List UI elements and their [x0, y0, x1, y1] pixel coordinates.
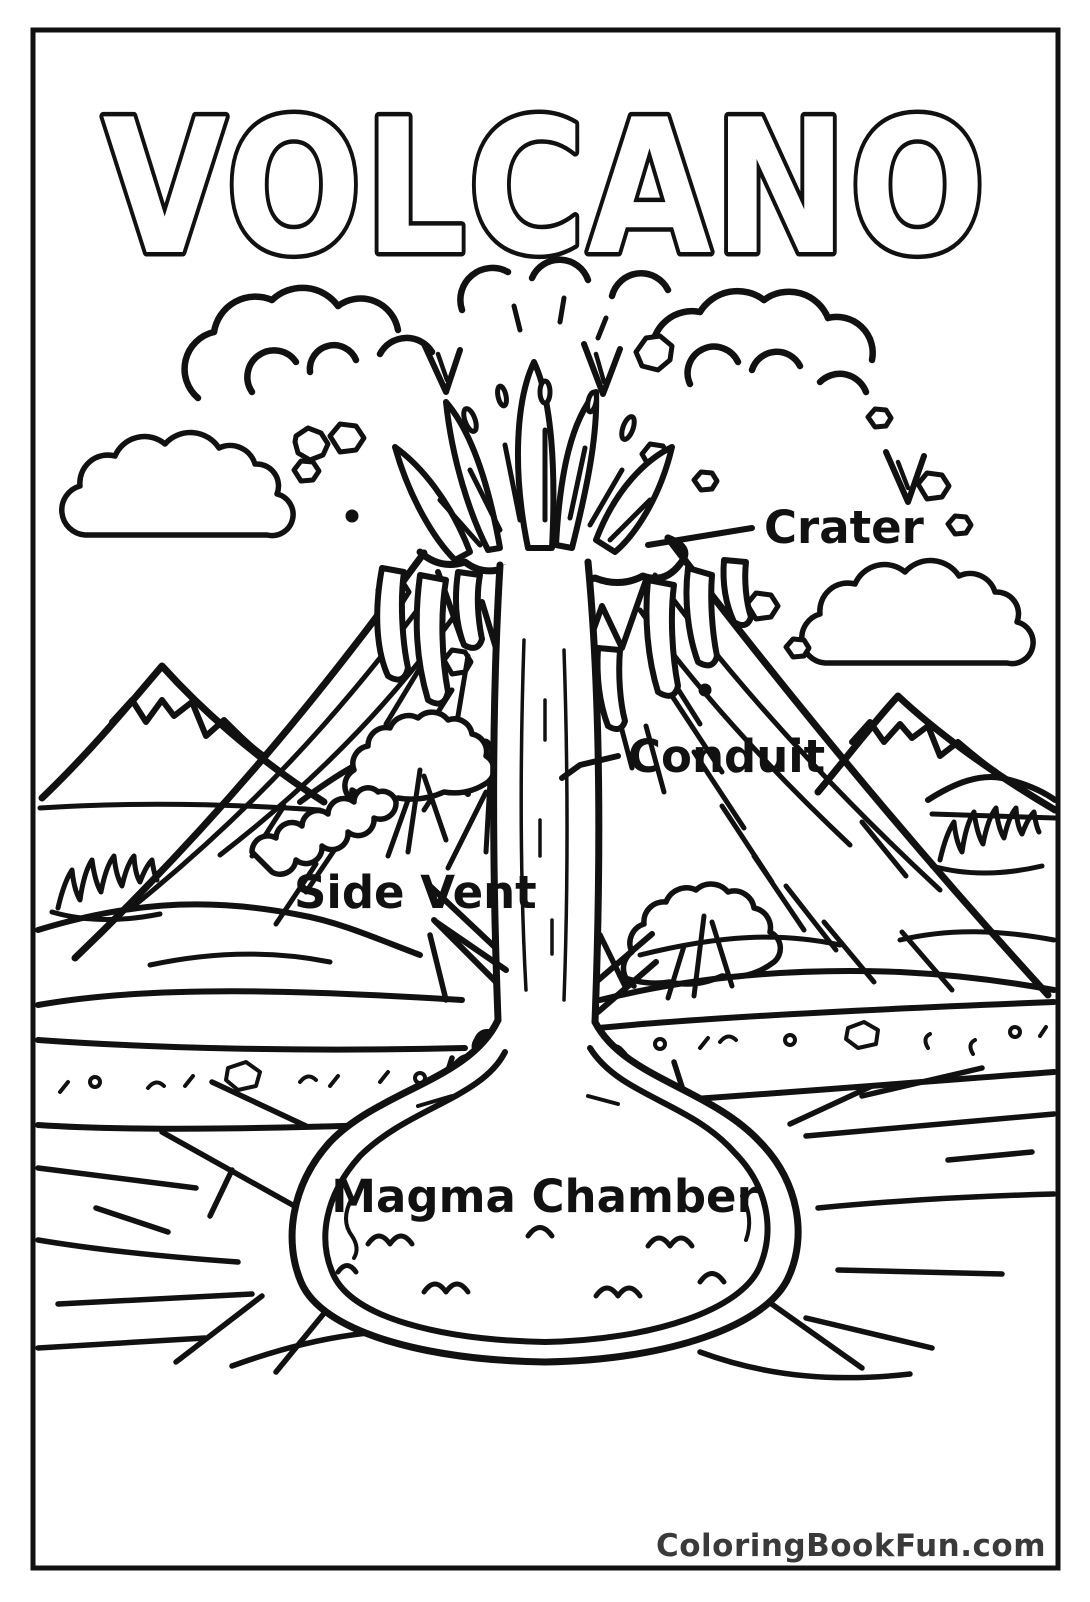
- watermark: ColoringBookFun.com: [656, 1528, 1046, 1564]
- side-vent-label: Side Vent: [294, 866, 537, 919]
- grass-right: [929, 808, 1045, 876]
- side-vent-left-flow: [249, 709, 505, 991]
- crater-leader-line: [645, 525, 755, 548]
- diagram-labels: Crater Conduit Side Vent Magma Chamber: [294, 501, 925, 1223]
- falling-debris-arrows: [421, 341, 927, 505]
- sediment-pebbles: [58, 1020, 1048, 1094]
- page-border: [30, 27, 1061, 1571]
- magma-chamber-label: Magma Chamber: [331, 1170, 759, 1223]
- right-mountain: [814, 692, 1059, 821]
- lava-fountain: [392, 295, 675, 563]
- magma-chamber: [335, 1094, 752, 1299]
- crater-label: Crater: [764, 501, 925, 554]
- ground-layers: [35, 901, 1057, 1132]
- grass-left: [49, 853, 163, 923]
- conduit-leader-line: [559, 753, 621, 781]
- conduit-label: Conduit: [628, 730, 825, 783]
- volcano-cone: [71, 534, 1052, 999]
- page-title: VOLCANO: [103, 79, 988, 296]
- left-cloud: [59, 425, 331, 539]
- side-vent-leader-line: [433, 919, 509, 973]
- right-cloud: [802, 561, 1033, 664]
